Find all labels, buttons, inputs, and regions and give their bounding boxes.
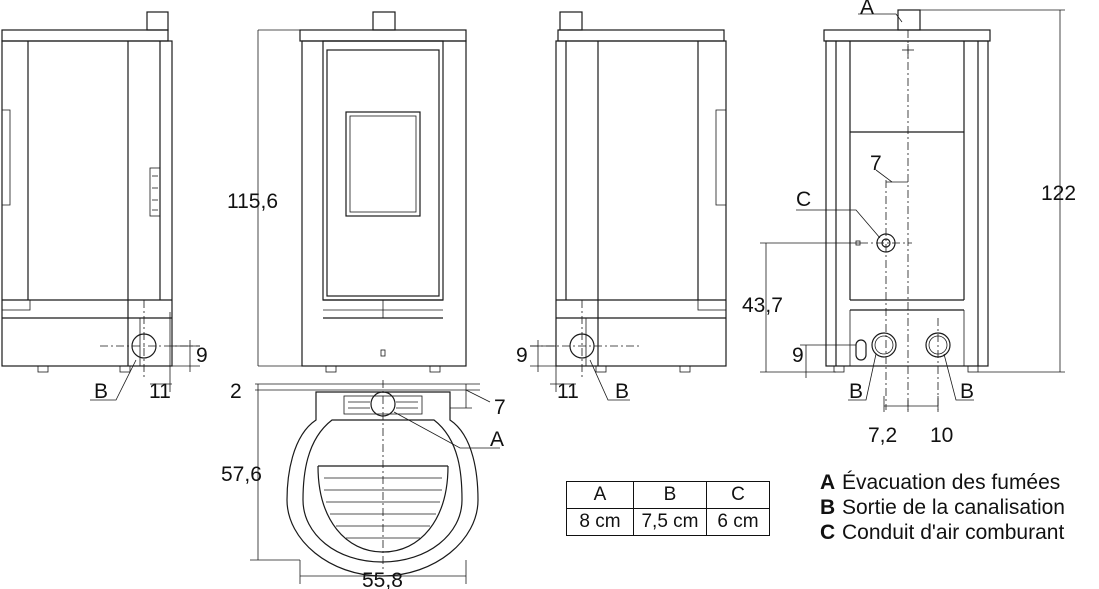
back-body [825,40,989,367]
callout-b-right: B [615,380,629,403]
spec-header-b: B [633,481,707,509]
dim-outlet-height-back: 9 [792,344,804,367]
legend-key-b: B [820,496,836,519]
callout-c-back: C [796,188,811,211]
dim-inlet-offset: 7 [870,152,882,175]
control-panel [149,167,161,217]
back-outlet-b1 [871,332,897,358]
spec-table-value-row: 8 cm 7,5 cm 6 cm [566,508,770,536]
spec-header-a: A [566,481,634,509]
dim-outlet-offset-right: 11 [557,380,579,403]
dim-flue-offset-depth: 7 [494,396,506,419]
legend-item-b: B Sortie de la canalisation [820,495,1065,520]
dim-height-total: 122 [1041,182,1076,205]
callout-b-back-right: B [960,380,974,403]
front-view [257,11,467,373]
legend-text-b: Sortie de la canalisation [842,496,1065,519]
legend-text-a: Évacuation des fumées [842,471,1061,494]
legend-item-a: A Évacuation des fumées [820,470,1065,495]
dim-outlet-spacing-a: 7,2 [868,424,897,447]
legend-item-c: C Conduit d'air comburant [820,520,1065,545]
callout-b-left: B [94,380,108,403]
dim-outlet-spacing-b: 10 [930,424,953,447]
legend-text-c: Conduit d'air comburant [842,521,1065,544]
legend-key-a: A [820,471,836,494]
front-flue-stub [372,11,396,31]
right-side-view [530,11,727,401]
callout-b-back-left: B [849,380,863,403]
legend-key-c: C [820,521,836,544]
dim-outlet-height-left: 9 [196,344,208,367]
dim-width: 55,8 [362,569,403,589]
dim-depth: 57,6 [221,463,262,486]
spec-value-c: 6 cm [706,508,770,536]
dim-height-front: 115,6 [227,190,278,213]
dim-outlet-height-right: 9 [516,344,528,367]
right-body [555,40,727,367]
dim-outlet-offset-left: 11 [149,380,171,403]
spec-table-header-row: A B C [566,481,770,509]
plan-view [250,380,500,584]
left-flue-stub [146,11,169,31]
back-view [760,9,1065,412]
spec-header-c: C [706,481,770,509]
left-body [1,40,173,367]
spec-value-b: 7,5 cm [633,508,707,536]
callout-a-plan: A [490,428,504,451]
left-side-view [1,11,200,401]
spec-value-a: 8 cm [566,508,634,536]
left-top-cap [1,29,169,42]
legend: A Évacuation des fumées B Sortie de la can… [820,470,1065,545]
dim-inlet-height: 43,7 [742,294,783,317]
front-glass [345,111,421,217]
spec-table: A B C 8 cm 7,5 cm 6 cm [566,481,770,536]
front-door [322,40,444,301]
callout-a-top: A [860,0,874,19]
back-flue-a [897,9,921,31]
dim-flue-offset-top: 2 [230,380,242,403]
